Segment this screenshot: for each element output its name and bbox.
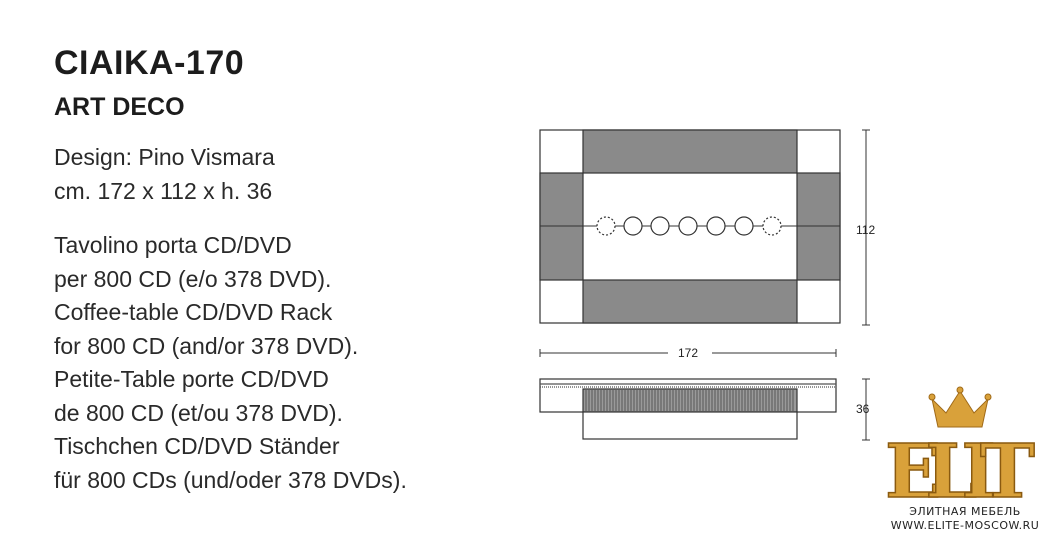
logo-tagline: ЭЛИТНАЯ МЕБЕЛЬ	[909, 505, 1021, 518]
dimensions-line: cm. 172 x 112 x h. 36	[54, 178, 273, 204]
width-label: 172	[678, 346, 698, 360]
designer-line: Design: Pino Vismara	[54, 144, 275, 170]
height-label: 36	[856, 402, 870, 416]
description-line: Petite-Table porte CD/DVD	[54, 366, 329, 392]
description-line: de 800 CD (et/ou 378 DVD).	[54, 399, 343, 426]
description-line: per 800 CD (e/o 378 DVD).	[54, 265, 332, 292]
product-description: Tavolino porta CD/DVD per 800 CD (e/o 37…	[54, 229, 407, 497]
depth-dimension-line	[862, 129, 870, 326]
width-dimension-line	[539, 349, 837, 357]
crown-icon	[928, 386, 992, 428]
description-line: Tischchen CD/DVD Ständer	[54, 433, 340, 459]
design-info: Design: Pino Vismara cm. 172 x 112 x h. …	[54, 140, 275, 208]
product-title: CIAIKA-170	[54, 44, 245, 82]
description-line: Tavolino porta CD/DVD	[54, 232, 292, 258]
description-line: für 800 CDs (und/oder 378 DVDs).	[54, 466, 407, 493]
cd-slots	[585, 390, 794, 411]
logo-url: WWW.ELITE-MOSCOW.RU	[890, 519, 1040, 532]
depth-label: 112	[856, 223, 875, 237]
collection-name: ART DECO	[54, 93, 185, 121]
logo-brand: ELIT	[885, 429, 1035, 515]
top-view	[539, 129, 841, 324]
description-line: Coffee-table CD/DVD Rack	[54, 299, 333, 325]
logo-caption: ЭЛИТНАЯ МЕБЕЛЬ WWW.ELITE-MOSCOW.RU	[880, 505, 1050, 533]
elit-logo: ELIT	[884, 386, 1036, 516]
description-line: for 800 CD (and/or 378 DVD).	[54, 332, 359, 359]
height-dimension-line	[862, 378, 870, 441]
